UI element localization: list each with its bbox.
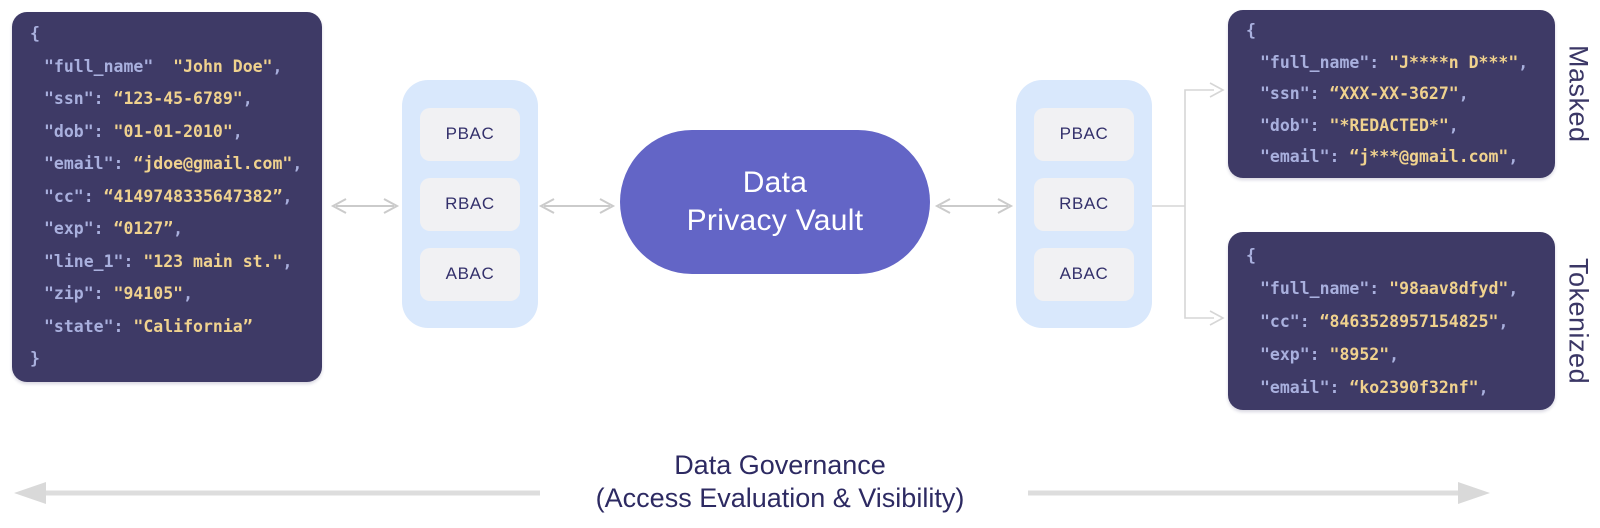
access-item-rbac-right: RBAC xyxy=(1034,177,1134,231)
tokenized-record-block: {"full_name": "98aav8dfyd", "cc": “846352… xyxy=(1228,232,1555,410)
source-record-block: {"full_name" "John Doe", "ssn": “123-45-6… xyxy=(12,12,322,382)
governance-caption-line1: Data Governance xyxy=(674,450,886,480)
code-line: "ssn": “XXX-XX-3627", xyxy=(1260,84,1469,103)
governance-arrow-left xyxy=(14,482,540,504)
bidirectional-arrow-panel-vault xyxy=(538,198,616,214)
code-line: "full_name": "98aav8dfyd", xyxy=(1260,279,1519,298)
code-line: "cc": “8463528957154825", xyxy=(1260,312,1509,331)
code-line: "email": “j***@gmail.com", xyxy=(1260,147,1519,166)
code-line: "state": "California” xyxy=(44,316,253,336)
access-panel-left: PBAC RBAC ABAC xyxy=(402,80,538,328)
vault-label-line2: Privacy Vault xyxy=(686,204,864,237)
access-item-pbac-right: PBAC xyxy=(1034,107,1134,161)
access-panel-right: PBAC RBAC ABAC xyxy=(1016,80,1152,328)
code-line: { xyxy=(1246,246,1256,265)
access-item-rbac-left: RBAC xyxy=(420,177,520,231)
code-line: "full_name" "John Doe", xyxy=(44,56,283,76)
tokenized-side-label: Tokenized xyxy=(1563,257,1594,385)
code-line: "zip": "94105", xyxy=(44,284,194,303)
governance-caption-line2: (Access Evaluation & Visibility) xyxy=(595,483,965,513)
code-line: "full_name": "J****n D***", xyxy=(1260,52,1529,72)
vault-label-line1: Data xyxy=(742,166,808,199)
code-line: "email": “jdoe@gmail.com", xyxy=(44,154,303,173)
code-line: { xyxy=(30,24,40,43)
code-line: { xyxy=(1246,21,1256,40)
code-line: "dob": "*REDACTED*", xyxy=(1260,115,1459,135)
bidirectional-arrow-vault-panel xyxy=(934,198,1014,214)
code-line: "email": “ko2390f32nf", xyxy=(1260,378,1489,397)
fork-connector xyxy=(1152,82,1225,326)
governance-arrow-right xyxy=(1028,482,1490,504)
governance-caption: Data Governance (Access Evaluation & Vis… xyxy=(420,449,1140,515)
access-item-abac-left: ABAC xyxy=(420,247,520,301)
masked-record-block: {"full_name": "J****n D***", "ssn": “XXX-… xyxy=(1228,10,1555,178)
code-line: "exp": "8952", xyxy=(1260,345,1400,364)
access-item-abac-right: ABAC xyxy=(1034,247,1134,301)
masked-side-label: Masked xyxy=(1563,45,1594,143)
bidirectional-arrow-source-panel xyxy=(330,198,400,214)
code-line: "cc": “4149748335647382”, xyxy=(44,186,293,206)
code-line: "dob": "01-01-2010", xyxy=(44,121,243,141)
code-line: "ssn": “123-45-6789", xyxy=(44,89,253,108)
code-line: } xyxy=(30,349,40,368)
access-item-pbac-left: PBAC xyxy=(420,107,520,161)
data-privacy-vault: Data Privacy Vault xyxy=(620,130,930,274)
code-line: "exp": “0127”, xyxy=(44,219,184,238)
code-line: "line_1": "123 main st.", xyxy=(44,251,293,271)
